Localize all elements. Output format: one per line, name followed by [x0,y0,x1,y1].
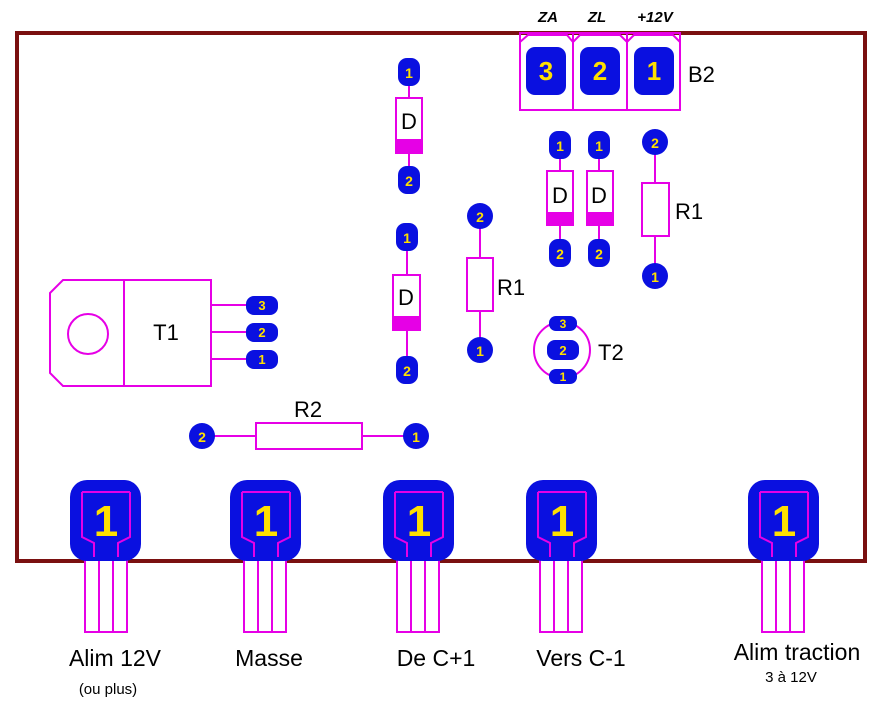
b2-pad-3 [526,47,566,95]
connector-b2: ZA ZL +12V 3 2 1 B2 [519,9,715,111]
diode-top-pad-1 [398,58,420,86]
t2-pin-1: 1 [560,370,567,384]
b2-pad-1 [634,47,674,95]
r2-pin-b: 1 [412,429,420,445]
resistor-r1-mid: 2 1 R1 [466,203,525,363]
r1-mid-pin-b: 1 [476,343,484,359]
r1-mid-pin-a: 2 [476,209,484,225]
diode-mid-pin-a: 1 [403,230,411,246]
terminal-vers-c-minus-1-pin: 1 [550,497,574,546]
diode-right-1-pin-a: 1 [556,138,564,154]
r1-right-pin-a: 2 [651,135,659,151]
terminal-alim-12v-pin: 1 [94,497,118,546]
terminal-masse-label: Masse [235,645,303,671]
diode-right-1-ref: D [552,183,568,208]
terminal-alim-traction: 1 Alim traction 3 à 12V [734,480,861,686]
diode-right-2-pad-1 [588,131,610,159]
b2-signal-12v: +12V [637,9,674,26]
diode-right-2-ref: D [591,183,607,208]
diode-top-ref: D [401,109,417,134]
b2-ref: B2 [688,62,715,87]
diode-right-2-pin-b: 2 [595,246,603,262]
terminal-alim-traction-sublabel: 3 à 12V [765,669,817,686]
diode-right-1-pad-1 [549,131,571,159]
t2-pin-2: 2 [559,343,566,358]
board-outline [15,31,867,563]
diode-top-pad-2 [398,166,420,194]
terminal-de-c-plus-1-label: De C+1 [397,645,476,671]
t1-pad-1 [246,350,278,369]
r1-mid-pad-1 [467,337,493,363]
diode-mid-ref: D [398,285,414,310]
diode-right-2: 1 2 D [586,131,614,267]
diode-right-1-pin-b: 2 [556,246,564,262]
diode-right-1: 1 2 D [546,131,574,267]
t2-pad-2 [547,340,579,360]
t1-pin-3: 3 [258,298,265,313]
terminal-alim-traction-label: Alim traction [734,639,861,665]
diode-mid-pin-b: 2 [403,363,411,379]
t1-mount-hole [67,313,109,355]
terminal-alim-12v-sublabel: (ou plus) [79,681,137,698]
t2-ref: T2 [598,340,624,365]
r1-right-pad-2 [642,129,668,155]
terminal-alim-12v: 1 Alim 12V (ou plus) [69,480,162,698]
r1-right-pad-1 [642,263,668,289]
t1-pad-3 [246,296,278,315]
diode-right-2-pad-2 [588,239,610,267]
resistor-r2: 2 1 R2 [189,397,429,450]
diode-top: 1 2 D [395,58,423,194]
b2-signal-zl: ZL [587,9,606,26]
b2-pin-3: 3 [539,56,553,86]
r1-right-pin-b: 1 [651,269,659,285]
r1-mid-pad-2 [467,203,493,229]
t2-pad-3 [549,316,577,331]
terminal-vers-c-minus-1-label: Vers C-1 [536,645,625,671]
diode-mid-pad-1 [396,223,418,251]
r1-mid-ref: R1 [497,275,525,300]
r2-ref: R2 [294,397,322,422]
terminal-de-c-plus-1: 1 De C+1 [383,480,475,671]
diode-right-1-pad-2 [549,239,571,267]
terminal-alim-12v-label: Alim 12V [69,645,162,671]
terminal-alim-traction-pin: 1 [772,497,796,546]
r2-pad-1 [403,423,429,449]
b2-pin-1: 1 [647,56,661,86]
diode-mid: 1 2 D [392,223,421,384]
terminal-masse: 1 Masse [230,480,303,671]
t2-pin-3: 3 [560,317,567,331]
t2-pad-1 [549,369,577,384]
diode-right-2-pin-a: 1 [595,138,603,154]
r1-right-ref: R1 [675,199,703,224]
r2-pad-2 [189,423,215,449]
t1-pad-2 [246,323,278,342]
diode-top-pin-b: 2 [405,173,413,189]
t1-ref: T1 [153,320,179,345]
t1-pin-2: 2 [258,325,265,340]
resistor-r1-right: 2 1 R1 [641,129,703,289]
diode-top-pin-a: 1 [405,65,413,81]
b2-pad-2 [580,47,620,95]
terminal-vers-c-minus-1: 1 Vers C-1 [526,480,626,671]
t1-pin-1: 1 [258,352,265,367]
diode-mid-pad-2 [396,356,418,384]
b2-pin-2: 2 [593,56,607,86]
transistor-t1: 3 2 1 T1 [49,279,278,387]
terminal-masse-pin: 1 [254,497,278,546]
transistor-t2: 3 2 1 T2 [533,316,624,384]
b2-signal-za: ZA [537,9,558,26]
r2-pin-a: 2 [198,429,206,445]
terminal-de-c-plus-1-pin: 1 [407,497,431,546]
